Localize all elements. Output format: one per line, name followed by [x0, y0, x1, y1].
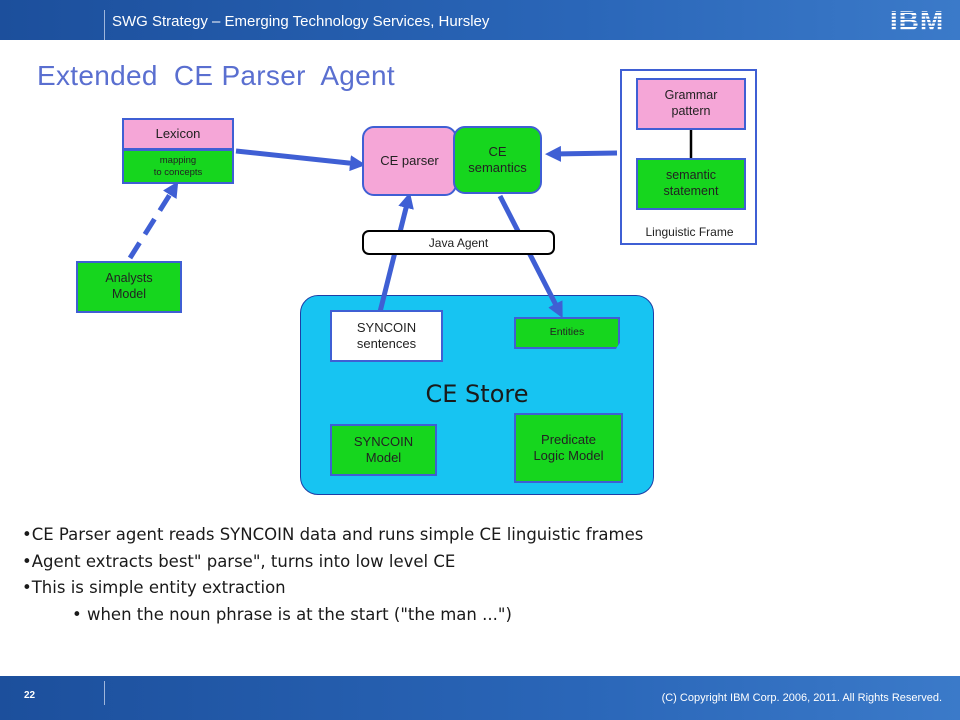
entities-label: Entities: [549, 326, 585, 339]
ce-store-label: CE Store: [425, 380, 529, 408]
ce-parser-box: CE parser: [362, 126, 457, 196]
arrow-frame-to-semantics: [545, 145, 618, 162]
syncoin-sentences-label: SYNCOIN sentences: [356, 319, 417, 351]
bullet-list: •CE Parser agent reads SYNCOIN data and …: [22, 522, 643, 628]
arrow-mapping-to-parser: [235, 148, 366, 172]
footer-divider: [104, 681, 105, 705]
syncoin-sentences-box: SYNCOIN sentences: [330, 310, 443, 362]
analysts-model-label: Analysts Model: [105, 271, 153, 301]
mapping-label: mapping to concepts: [153, 154, 203, 178]
ibm-logo: IBM: [890, 6, 944, 34]
header-bar: SWG Strategy – Emerging Technology Servi…: [0, 0, 960, 40]
predicate-logic-model-label: Predicate Logic Model: [533, 431, 604, 463]
bullet-item: •CE Parser agent reads SYNCOIN data and …: [22, 525, 644, 544]
predicate-logic-model-box: Predicate Logic Model: [514, 413, 623, 483]
org-name: SWG Strategy – Emerging Technology Servi…: [112, 13, 490, 30]
copyright-text: (C) Copyright IBM Corp. 2006, 2011. All …: [661, 692, 942, 704]
dashed-arrow-analysts-to-mapping: [127, 181, 179, 260]
grammar-pattern-box: Grammar pattern: [636, 78, 746, 130]
lexicon-label: Lexicon: [155, 125, 201, 141]
bullet-subitem: • when the noun phrase is at the start (…: [72, 604, 512, 624]
arrow-sentences-to-parser: [377, 192, 414, 313]
ce-semantics-box: CE semantics: [453, 126, 542, 194]
header-divider: [104, 10, 105, 40]
semantic-statement-box: semantic statement: [636, 158, 746, 210]
ce-semantics-label: CE semantics: [468, 143, 527, 175]
footer-bar: 22 (C) Copyright IBM Corp. 2006, 2011. A…: [0, 676, 960, 720]
page-number: 22: [24, 690, 36, 701]
lexicon-box: Lexicon: [122, 118, 234, 150]
bullet-item: •This is simple entity extraction: [22, 578, 286, 597]
syncoin-model-label: SYNCOIN Model: [353, 433, 414, 465]
page-title: Extended CE Parser Agent: [37, 60, 396, 91]
java-agent-label: Java Agent: [428, 235, 489, 250]
ibm-logo-text: IBM: [890, 6, 944, 34]
syncoin-model-box: SYNCOIN Model: [330, 424, 437, 476]
java-agent-box: Java Agent: [362, 230, 555, 255]
entities-box: Entities: [514, 317, 620, 349]
grammar-pattern-label: Grammar pattern: [664, 88, 718, 118]
semantic-statement-label: semantic statement: [663, 168, 719, 198]
bullet-item: •Agent extracts best" parse", turns into…: [22, 551, 456, 571]
ce-parser-label: CE parser: [380, 152, 439, 168]
analysts-model-box: Analysts Model: [76, 261, 182, 313]
mapping-box: mapping to concepts: [122, 150, 234, 184]
linguistic-frame-label: Linguistic Frame: [645, 225, 734, 239]
